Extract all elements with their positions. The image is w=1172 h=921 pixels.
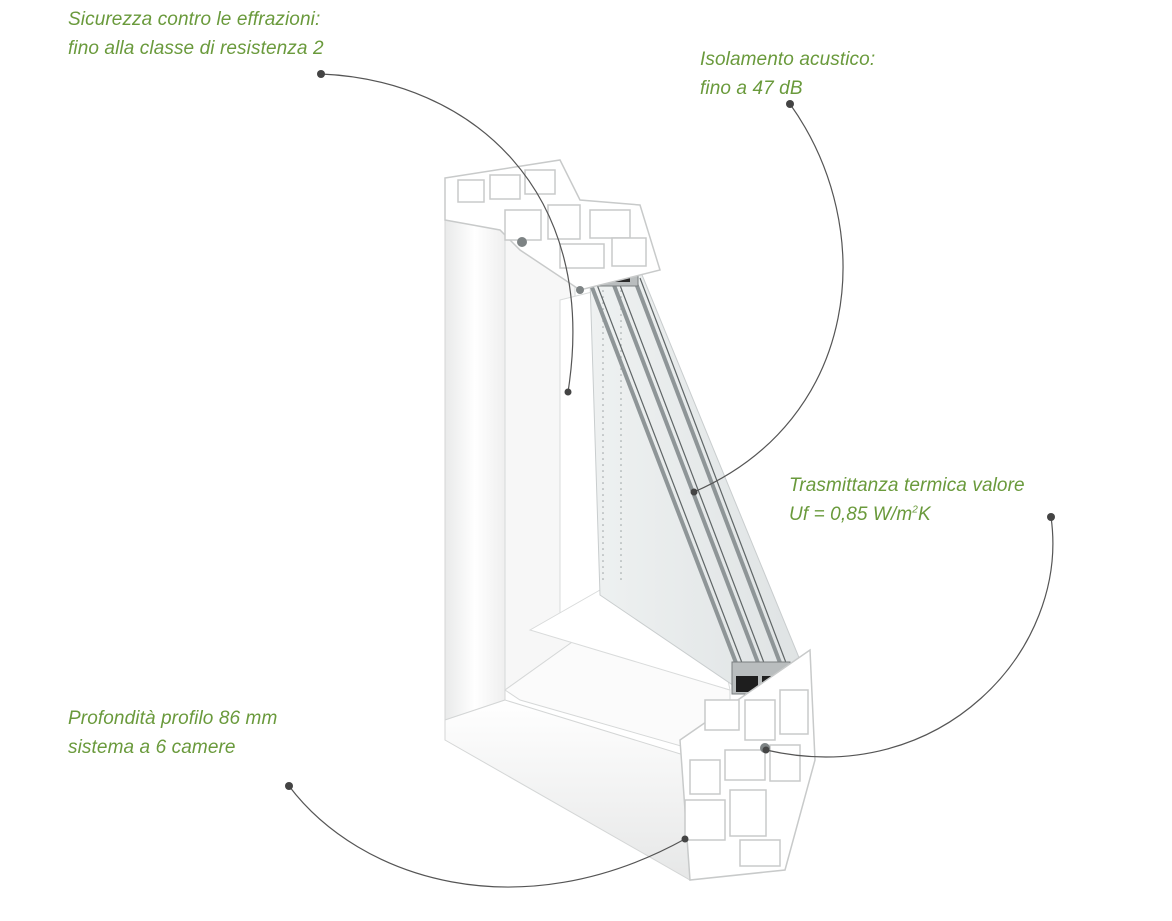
callout-acoustic: Isolamento acustico: fino a 47 dB (700, 45, 875, 103)
outer-frame-vertical (444, 177, 506, 721)
dot-acoustic-start (786, 100, 794, 108)
leader-thermal (765, 516, 1054, 758)
leader-security (320, 73, 574, 393)
dot-thermal-end (762, 746, 770, 754)
leader-dots (285, 70, 1055, 843)
leader-depth (288, 785, 686, 888)
callout-thermal-value: Uf = 0,85 W/m (789, 504, 913, 525)
dot-depth-start (285, 782, 293, 790)
callout-security-line1: Sicurezza contro le effrazioni: (68, 9, 321, 30)
callout-acoustic-line1: Isolamento acustico: (700, 49, 876, 70)
bottom-profile-section (679, 648, 816, 881)
callout-security: Sicurezza contro le effrazioni: fino all… (68, 5, 324, 63)
dot-security-end (564, 388, 572, 396)
callout-thermal-line1: Trasmittanza termica valore (789, 475, 1025, 496)
callout-depth-line2: sistema a 6 camere (68, 737, 236, 758)
callout-depth: Profondità profilo 86 mm sistema a 6 cam… (68, 704, 277, 762)
dot-depth-end (681, 835, 689, 843)
callout-depth-line1: Profondità profilo 86 mm (68, 708, 278, 729)
leader-lines (288, 73, 1054, 888)
dot-security-start (317, 70, 325, 78)
callout-acoustic-line2: fino a 47 dB (700, 78, 803, 99)
dot-thermal-start (1047, 513, 1055, 521)
callout-thermal-unit: K (917, 504, 931, 525)
callout-thermal-line2: Uf = 0,85 W/m2K (789, 500, 1025, 529)
triple-glazing-panes (588, 277, 784, 669)
callout-thermal-exponent: 2 (912, 504, 918, 516)
callout-thermal: Trasmittanza termica valore Uf = 0,85 W/… (789, 471, 1025, 529)
callout-security-line2: fino alla classe di resistenza 2 (68, 38, 324, 59)
leader-acoustic (693, 103, 844, 493)
dot-acoustic-end (690, 488, 698, 496)
